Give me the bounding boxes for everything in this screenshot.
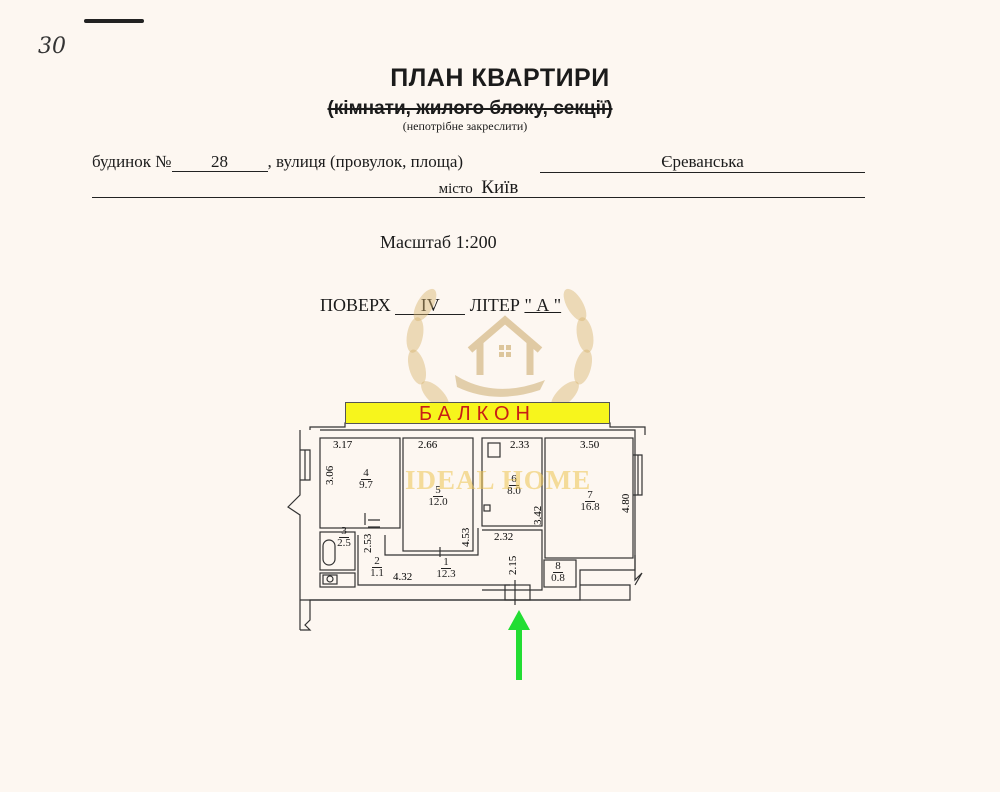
- dim-4-80: 4.80: [620, 493, 632, 513]
- subtitle-note: (непотрібне закреслити): [402, 119, 528, 133]
- street-label: , вулиця (провулок, площа): [267, 152, 464, 171]
- document-subtitle: (кімнати, жилого блоку, секції): [0, 98, 940, 120]
- letter-value: " А ": [524, 295, 562, 315]
- watermark-logo-icon: [406, 288, 594, 409]
- floor-label: ПОВЕРХ: [320, 295, 391, 315]
- subtitle-struck-text: (кімнати, жилого блоку, секції): [327, 98, 613, 119]
- dim-4-32: 4.32: [393, 571, 412, 583]
- dim-2-66: 2.66: [418, 439, 438, 451]
- floor-plan: 3.17 2.66 2.33 3.50 4.32 2.32 3.06 4.80 …: [287, 422, 646, 631]
- letter-label: ЛІТЕР: [469, 295, 520, 315]
- dim-2-15: 2.15: [507, 555, 519, 575]
- scale-label: Масштаб 1:200: [380, 232, 497, 252]
- dim-2-32: 2.32: [494, 531, 513, 543]
- dim-2-53: 2.53: [362, 533, 374, 553]
- house-label: будинок №: [92, 152, 172, 171]
- dim-3-17: 3.17: [333, 439, 353, 451]
- balcony-label: БАЛКОН: [345, 402, 610, 425]
- top-mark: [84, 19, 144, 23]
- house-number: 28: [171, 153, 268, 172]
- floor-row: ПОВЕРХ IV ЛІТЕР " А ": [320, 295, 561, 316]
- dim-3-50: 3.50: [580, 439, 600, 451]
- watermark-text: IDEAL HOME: [405, 465, 592, 495]
- dim-4-53: 4.53: [460, 527, 472, 547]
- handwritten-note: 30: [38, 34, 66, 59]
- dim-3-06: 3.06: [324, 465, 336, 485]
- dim-2-33: 2.33: [510, 439, 530, 451]
- city-value: Київ: [481, 177, 519, 198]
- city-row: місто Київ: [92, 177, 865, 198]
- dim-3-42: 3.42: [532, 506, 544, 525]
- floor-value: IV: [395, 296, 466, 315]
- document-title: ПЛАН КВАРТИРИ: [390, 64, 610, 92]
- city-label: місто: [438, 181, 473, 197]
- street-value: Єреванська: [540, 152, 865, 173]
- entrance-arrow-icon: [508, 610, 530, 680]
